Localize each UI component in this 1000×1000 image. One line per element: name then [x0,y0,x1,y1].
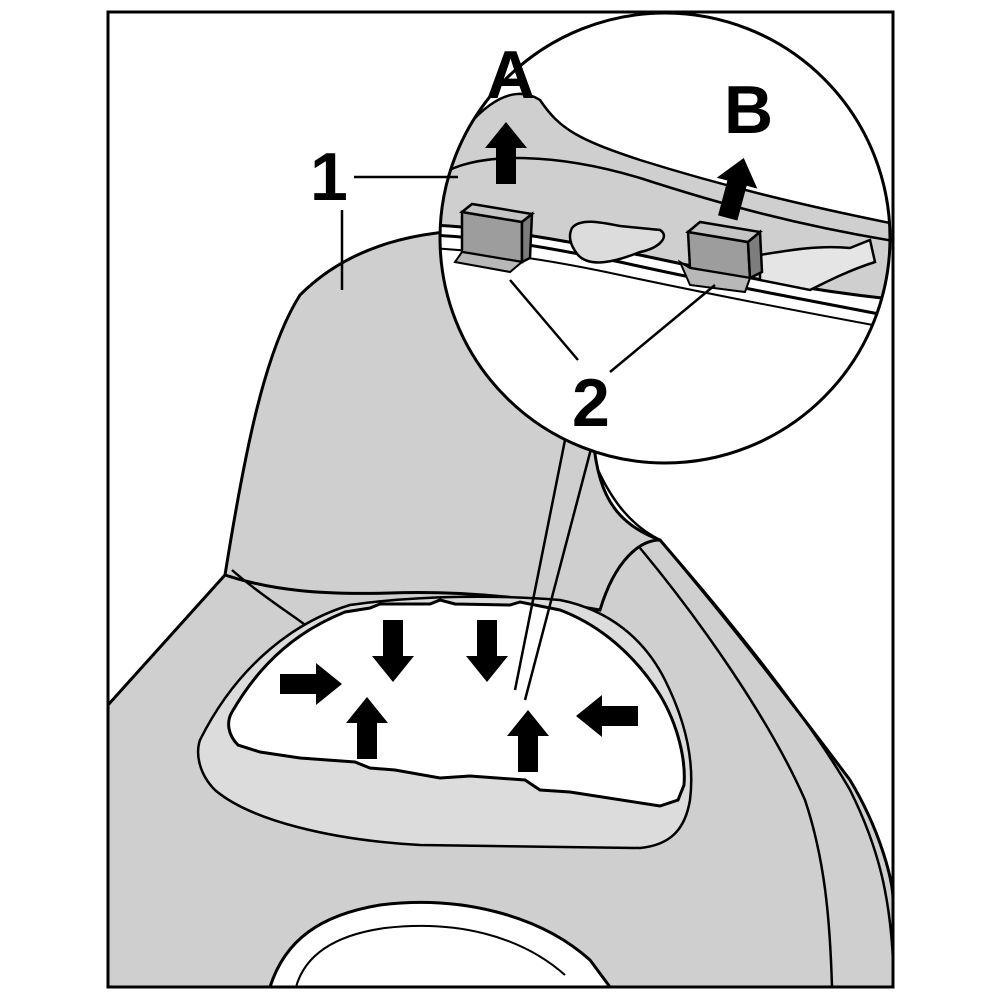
retaining-clip-b [677,220,764,294]
label-step-b: B [724,72,773,148]
lower-opening-edge [295,924,566,987]
leader-2-to-panel-b [523,444,594,701]
leader-2-to-clip-a [509,279,579,361]
label-part-1: 1 [310,139,348,215]
label-part-2: 2 [572,365,610,441]
seam-line-left [231,569,306,626]
leader-2-to-panel-a [513,439,567,691]
lower-opening [268,901,612,987]
seam-line-right [659,539,893,961]
seam-line-right-inner [639,547,834,987]
detail-circle [438,11,892,465]
detail-view [440,92,890,373]
seam-line-upper [596,469,661,542]
retaining-clip-a [453,202,535,274]
label-step-a: A [486,37,535,113]
trim-groove [568,220,666,264]
panel-opening [227,598,686,808]
leader-2-to-clip-b [609,284,716,373]
trim-rail-right [758,238,877,292]
panel-top-area [440,92,890,244]
